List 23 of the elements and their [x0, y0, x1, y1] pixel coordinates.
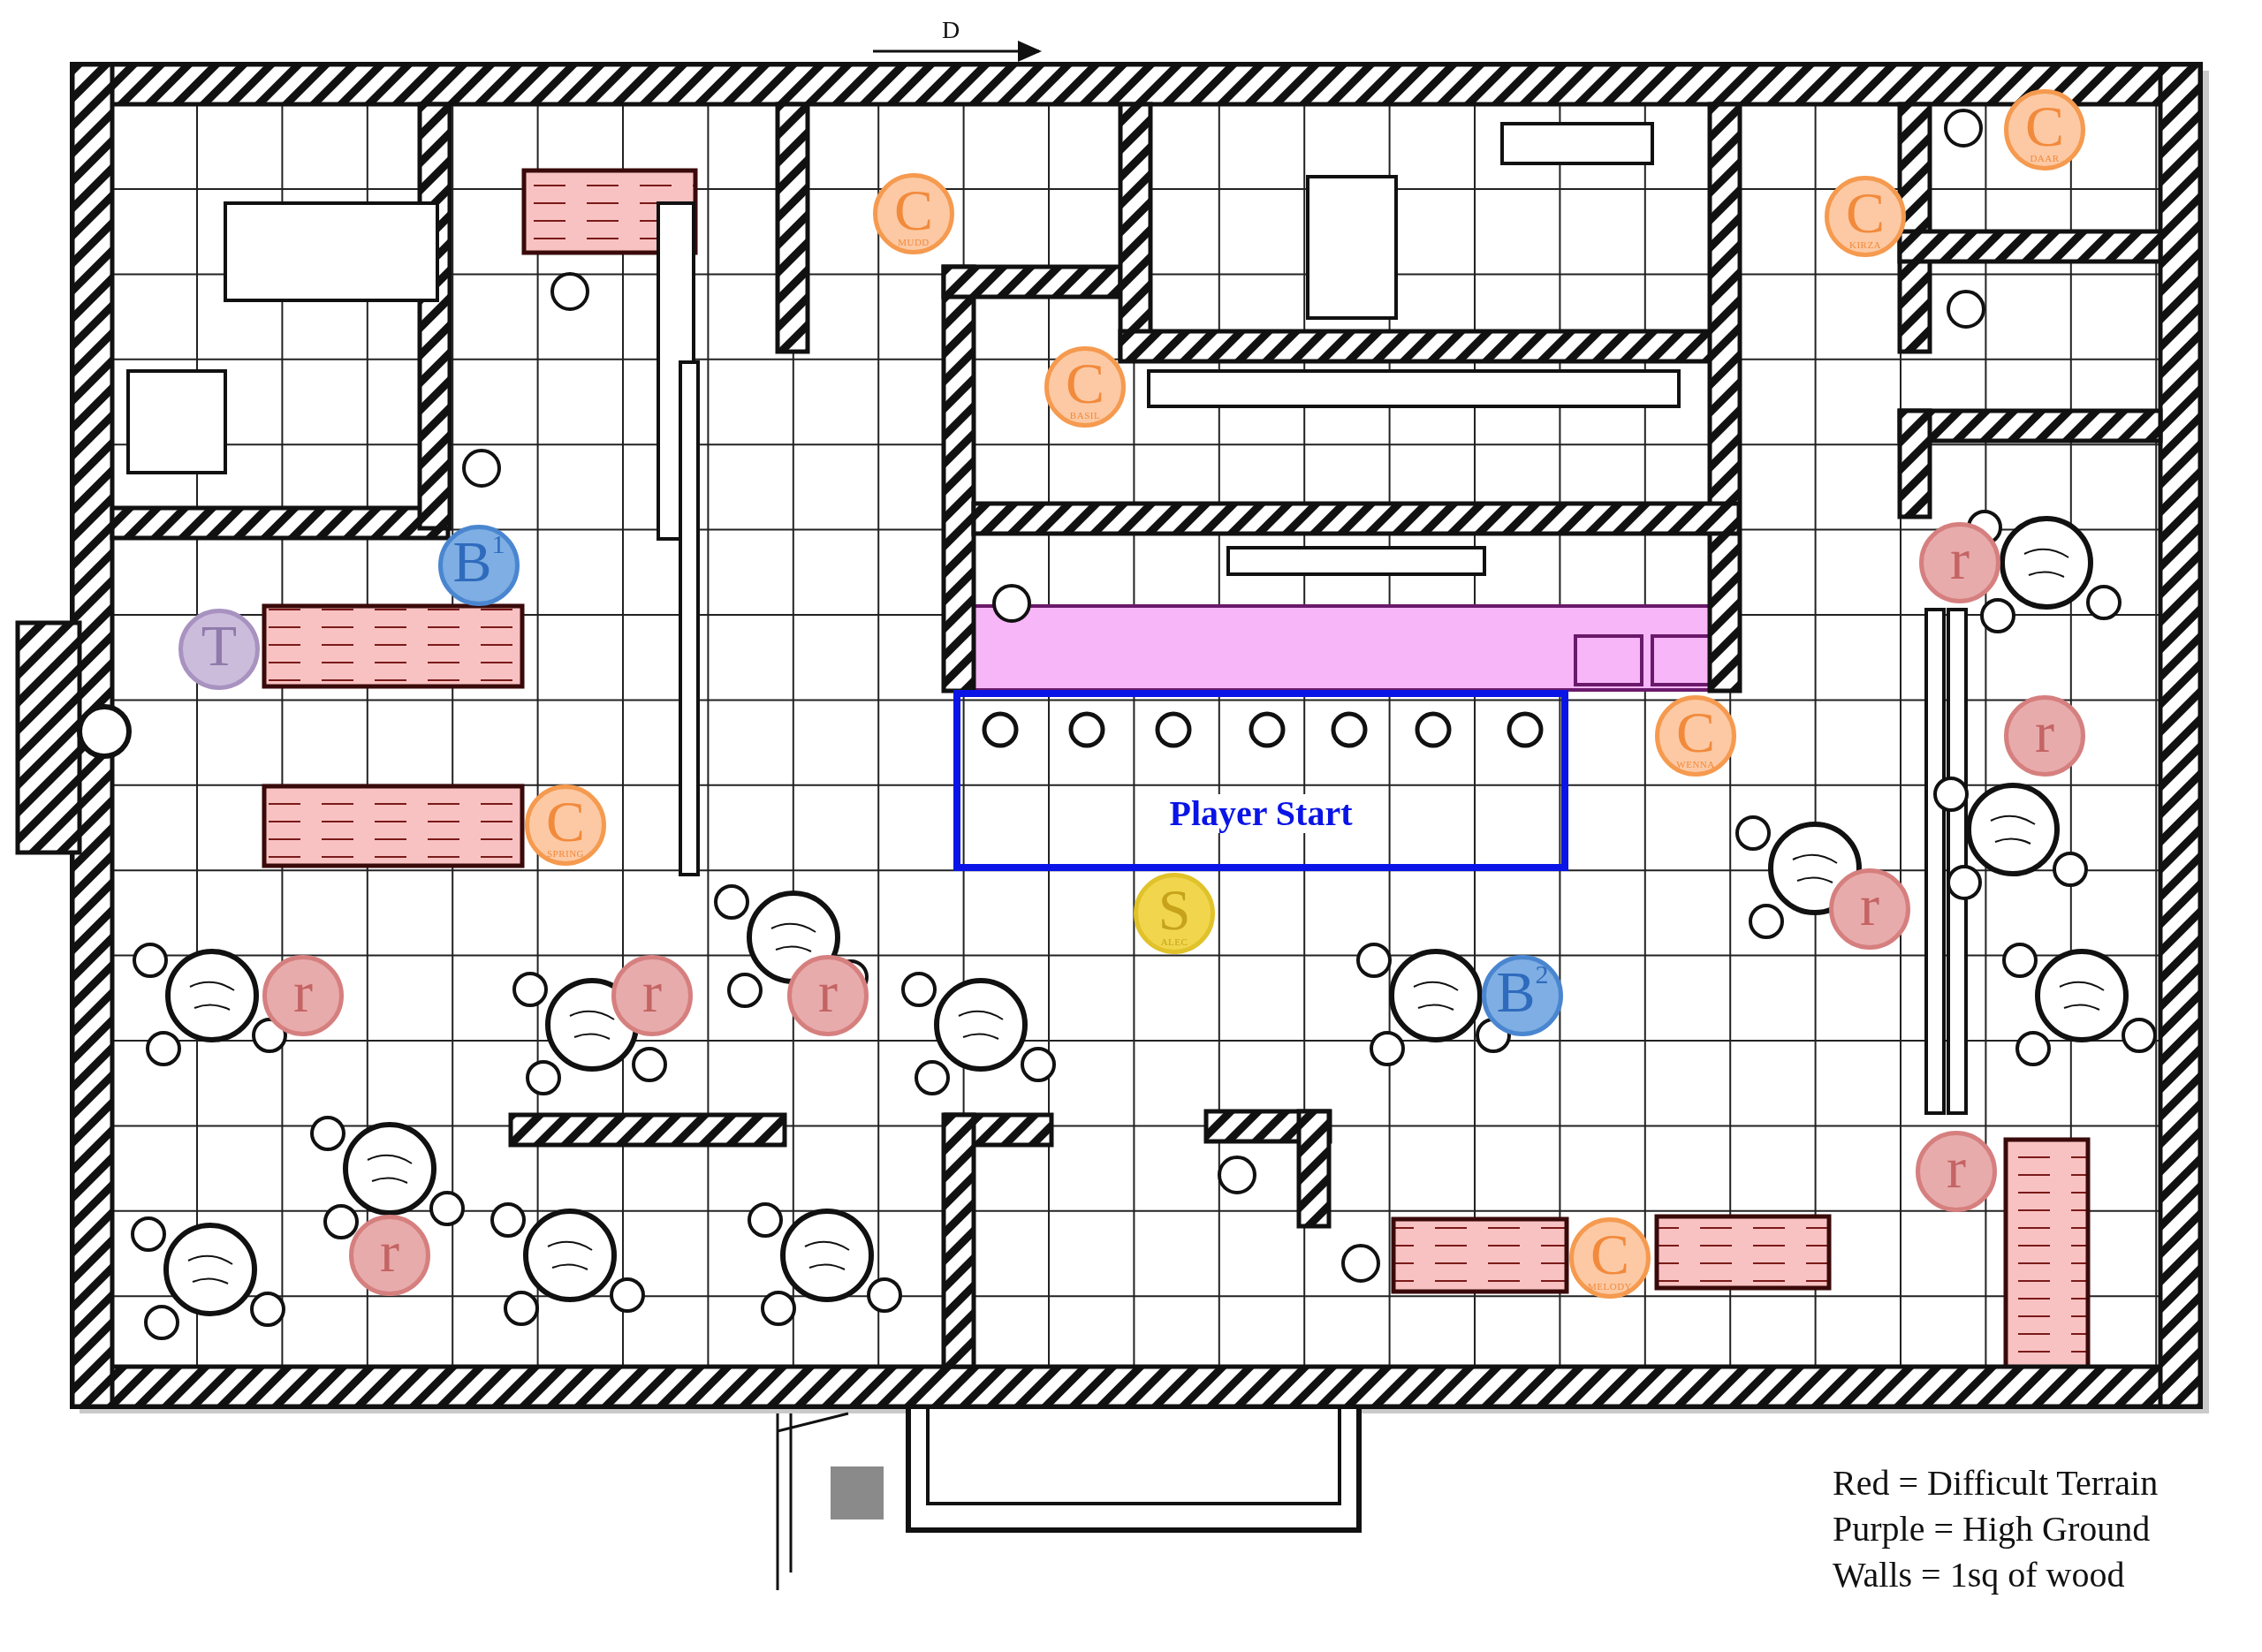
token-name: DAAR — [2029, 153, 2061, 163]
start-zone-box — [953, 690, 1568, 871]
token-name: SPRING — [545, 848, 586, 859]
token-name: BASIL — [1068, 410, 1102, 421]
token-letter: B$^{2}$ — [1495, 961, 1550, 1023]
token-letter: B$^{1}$ — [452, 531, 506, 593]
legend-note: Walls = 1sq of wood — [1833, 1554, 2125, 1595]
token-letter: r — [1946, 1137, 1967, 1199]
direction-label: D — [942, 16, 960, 44]
token-letter: r — [817, 961, 839, 1023]
token-letter: r — [379, 1221, 400, 1283]
legend-note: Purple = High Ground — [1833, 1508, 2151, 1550]
token-letter: r — [1949, 528, 1970, 590]
token-letter: r — [641, 961, 663, 1023]
token-letter: T — [200, 615, 239, 677]
token-name: MELODY — [1586, 1281, 1634, 1292]
token-name: KIRZA — [1848, 239, 1883, 250]
token-name: MUDD — [897, 237, 930, 247]
token-letter: r — [292, 961, 314, 1023]
token-letter: r — [2034, 701, 2055, 763]
token-letter: r — [1859, 875, 1880, 936]
legend-note: Red = Difficult Terrain — [1833, 1462, 2159, 1504]
token-name: WENNA — [1675, 759, 1716, 769]
